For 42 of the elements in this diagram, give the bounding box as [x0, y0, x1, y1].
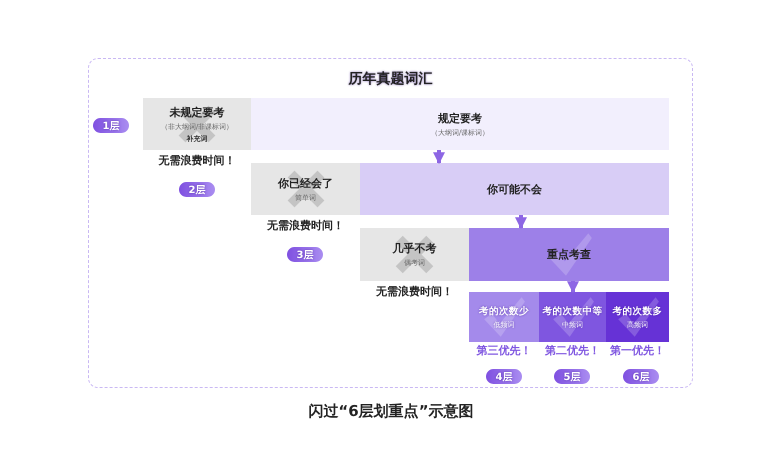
tier-box	[539, 292, 606, 342]
layer-pill	[486, 369, 522, 384]
tier-box	[360, 163, 669, 215]
note-text: 第一优先！	[609, 343, 666, 358]
arrow	[433, 150, 445, 164]
tier-box	[251, 163, 360, 215]
tier-box	[251, 98, 669, 150]
layer-label: 1层	[102, 120, 120, 132]
note-text: 第二优先！	[544, 343, 601, 358]
box-title: 重点考查	[547, 247, 591, 262]
box-title: 未规定要考	[170, 104, 224, 120]
tier-box	[606, 292, 669, 342]
note-text: 无需浪费时间！	[158, 153, 236, 168]
box-title: 你已经会了	[278, 176, 333, 190]
note-text: 无需浪费时间！	[266, 218, 345, 233]
box-title: 考的次数中等	[542, 304, 602, 318]
box-title: 规定要考	[438, 110, 482, 126]
dashed-frame	[88, 58, 693, 388]
box-title: 几乎不考	[392, 241, 436, 256]
box-title: 你可能不会	[487, 182, 542, 196]
layer-label: 4层	[496, 370, 512, 384]
tier-box	[469, 292, 539, 342]
note-text: 无需浪费时间！	[375, 284, 454, 299]
tier-box	[469, 228, 669, 281]
layer-pill	[179, 182, 215, 197]
layer-pill	[623, 369, 659, 384]
tier-box	[143, 98, 251, 150]
caption: 闪过“6层划重点”示意图	[307, 402, 475, 421]
layer-label: 5层	[564, 370, 580, 384]
tier-box	[360, 228, 469, 281]
layer-pill	[554, 369, 590, 384]
layer-label: 2层	[188, 184, 206, 196]
note-text: 第三优先！	[476, 343, 532, 358]
layer-label: 6层	[632, 370, 650, 384]
layer-label: 3层	[296, 248, 314, 262]
box-title: 考的次数多	[612, 304, 662, 318]
frame-title: 历年真题词汇	[348, 70, 432, 88]
layer-pill	[287, 247, 323, 262]
box-title: 考的次数少	[479, 304, 529, 318]
arrow	[567, 281, 579, 294]
arrow	[515, 215, 527, 230]
layer-pill	[93, 118, 129, 133]
